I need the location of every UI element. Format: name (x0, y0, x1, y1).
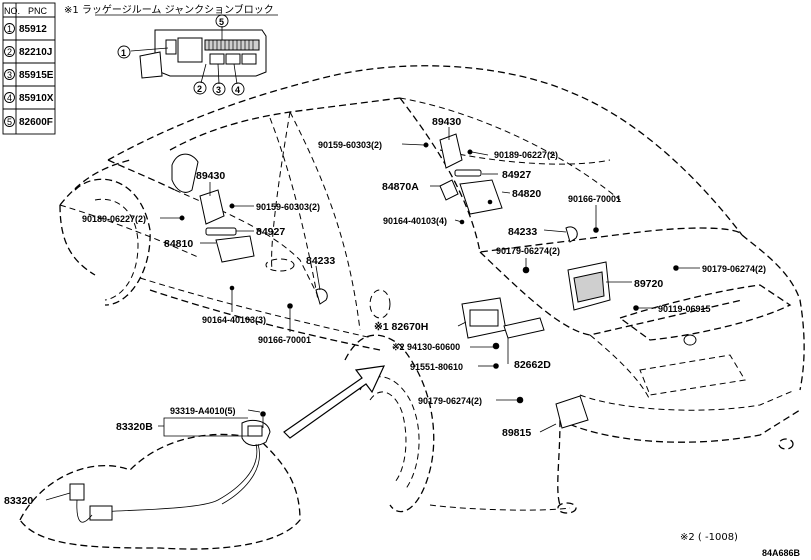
legend-row-pnc: 82210J (19, 47, 52, 58)
legend-row-no: 3 (7, 70, 12, 80)
label-90159-top: 90159-60303(2) (318, 140, 382, 150)
legend-row-pnc: 85912 (19, 24, 47, 35)
label-84810: 84810 (164, 238, 193, 250)
label-89430-top: 89430 (432, 116, 461, 128)
junction-block-title: ※1 ラッゲージルーム ジャンクションブロック (64, 3, 274, 16)
legend-row-no: 5 (7, 117, 12, 127)
legend-table: NO. PNC 1 85912 2 82210J 3 85915E 4 8591… (2, 2, 56, 135)
junction-callout-2: 2 (197, 84, 202, 94)
label-83320: 83320 (4, 495, 33, 507)
label-84927-top: 84927 (502, 169, 531, 181)
label-84820: 84820 (512, 188, 541, 200)
label-90164-top: 90164-40103(4) (383, 216, 447, 226)
components (179, 133, 679, 429)
label-90179-bottom: 90179-06274(2) (418, 396, 482, 406)
leader-lines (45, 127, 700, 501)
junction-callout-5: 5 (219, 17, 224, 27)
legend-row-pnc: 82600F (19, 117, 53, 128)
label-90189-top: 90189-06227(2) (494, 150, 558, 160)
junction-callout-1: 1 (121, 48, 126, 58)
legend-row-no: 2 (7, 47, 12, 57)
direction-arrow (283, 365, 386, 439)
label-89430-left: 89430 (196, 170, 225, 182)
label-90166-right: 90166-70001 (568, 194, 621, 204)
label-90189-left: 90189-06227(2) (82, 214, 146, 224)
fuel-tank-area (19, 411, 301, 550)
label-84233-left: 84233 (306, 255, 335, 267)
junction-callout-4: 4 (235, 85, 240, 95)
label-91551: 91551-80610 (410, 362, 463, 372)
label-89815: 89815 (502, 427, 531, 439)
legend-header-no: NO. (4, 6, 20, 16)
label-90179-top: 90179-06274(2) (496, 246, 560, 256)
label-84870a: 84870A (382, 181, 419, 193)
diagram-code: 84A686B (762, 548, 801, 558)
label-90179-right: 90179-06274(2) (702, 264, 766, 274)
label-90166-left: 90166-70001 (258, 335, 311, 345)
junction-block-inset: ※1 ラッゲージルーム ジャンクションブロック 1 5 2 (64, 3, 278, 96)
part-labels: 89430 90159-60303(2) 90189-06227(2) 8492… (4, 116, 766, 507)
legend-row-no: 4 (7, 93, 12, 103)
label-93319: 93319-A4010(5) (170, 406, 236, 416)
label-82670h: ※1 82670H (374, 321, 428, 333)
legend-row-pnc: 85915E (19, 70, 54, 81)
label-94130: ※2 94130-60600 (392, 342, 460, 352)
car-body-outline (59, 65, 805, 514)
label-90119: 90119-06915 (658, 304, 711, 314)
legend-row-pnc: 85910X (19, 93, 54, 104)
label-82662d: 82662D (514, 359, 551, 371)
footnote: ※2 ( -1008) (680, 532, 738, 543)
label-84233-right: 84233 (508, 226, 537, 238)
junction-callout-3: 3 (216, 85, 221, 95)
legend-row-no: 1 (7, 24, 12, 34)
label-90164-left: 90164-40103(3) (202, 315, 266, 325)
label-89720: 89720 (634, 278, 663, 290)
legend-header-pnc: PNC (28, 6, 48, 16)
label-90159-left: 90159-60303(2) (256, 202, 320, 212)
label-84927-left: 84927 (256, 226, 285, 238)
label-83320b: 83320B (116, 421, 153, 433)
